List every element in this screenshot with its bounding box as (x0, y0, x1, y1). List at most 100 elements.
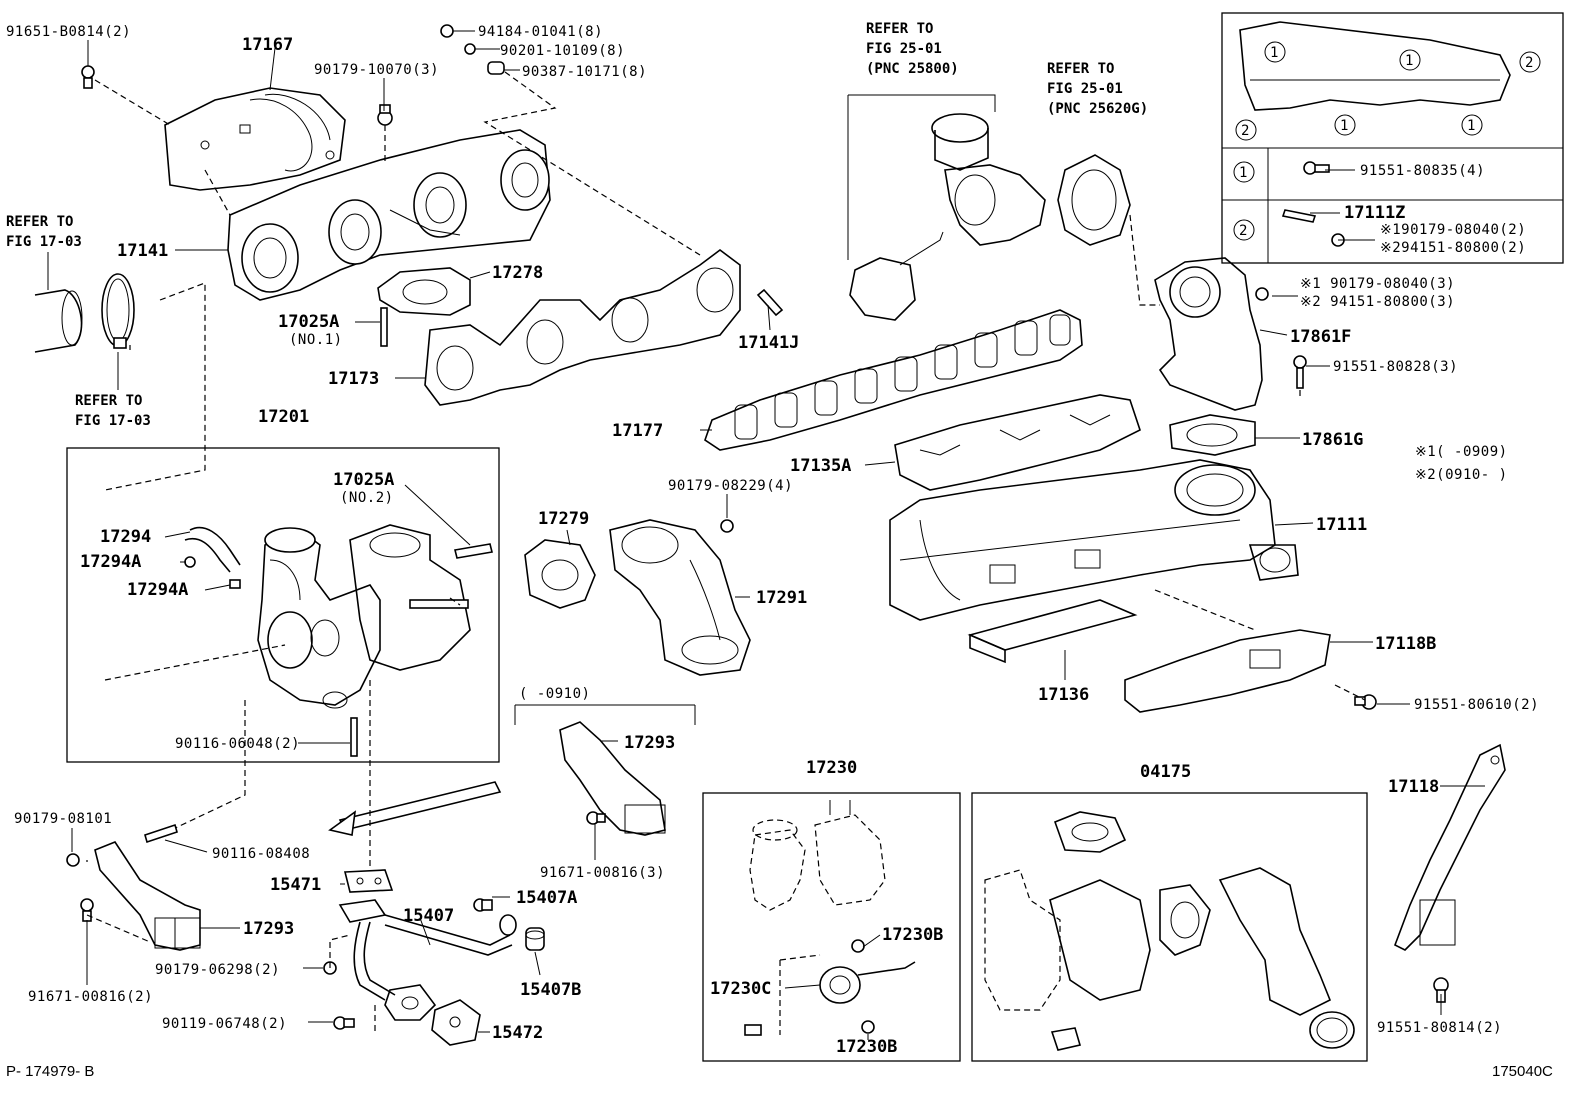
label-17230B-1: 17230B (882, 925, 943, 945)
label-15471: 15471 (270, 875, 321, 895)
bracket-17293-lower (94, 841, 201, 951)
label-91671-00816-3: 91671-00816(3) (540, 865, 665, 881)
bolts-lower-left (66, 823, 178, 922)
stud-17025A-no2 (454, 543, 493, 559)
inset-circle-label: 1 (1270, 45, 1279, 61)
part-labels: 91651-B0814(2) 17167 90179-10070(3) 9418… (6, 24, 1539, 1057)
label-17861F: 17861F (1290, 327, 1351, 347)
label-17291: 17291 (756, 588, 807, 608)
turbo-kit-04175 (984, 811, 1355, 1051)
label-94184-01041: 94184-01041(8) (478, 24, 603, 40)
label-legend2: ※2(0910- ) (1415, 467, 1508, 483)
label-90119-06748: 90119-06748(2) (162, 1016, 287, 1032)
label-legend1: ※1( -0909) (1415, 444, 1508, 460)
bracket-17293-upper (559, 721, 666, 836)
nut-90179-08229 (720, 519, 734, 533)
turbo-assembly-box (66, 447, 500, 763)
inset-circle-label: 1 (1405, 53, 1414, 69)
label-04175: 04175 (1140, 762, 1191, 782)
gasket-17279 (524, 539, 596, 609)
bolt-91651-B0814 (81, 65, 95, 89)
turbo-kit-box-04175 (971, 792, 1368, 1062)
elbow-17861F (1154, 257, 1263, 411)
pipe-17291 (609, 519, 751, 676)
inset-circle-label: 2 (1525, 55, 1534, 71)
inset-circle-label: 2 (1239, 223, 1248, 239)
label-17201: 17201 (258, 407, 309, 427)
actuator-box-17230 (702, 792, 961, 1062)
label-17294: 17294 (100, 527, 151, 547)
ref-25-01-b-line3: (PNC 25620G) (1047, 101, 1148, 117)
label-no2: (NO.2) (340, 490, 394, 506)
turbocharger-17201 (257, 524, 471, 709)
turbo-17230-assembly (744, 800, 916, 1036)
ref-17-03-a-line1: REFER TO (6, 214, 73, 230)
ref-25-01-a-line3: (PNC 25800) (866, 61, 959, 77)
label-17861G: 17861G (1302, 430, 1363, 450)
footer-left-code: P- 174979- B (6, 1063, 94, 1080)
label-inset-note1: ※190179-08040(2) (1380, 222, 1526, 238)
label-90116-06048: 90116-06048(2) (175, 736, 300, 752)
bolt-90119-06748 (333, 1016, 355, 1030)
label-91551-80828: 91551-80828(3) (1333, 359, 1458, 375)
label-inset-91551-80835: 91551-80835(4) (1360, 163, 1485, 179)
hose-17294 (184, 526, 241, 573)
inset-circle-label: 1 (1467, 118, 1476, 134)
label-15407: 15407 (403, 906, 454, 926)
bracket-17118B (1124, 629, 1331, 713)
gasket-17861G (1169, 414, 1256, 456)
label-17293-lower: 17293 (243, 919, 294, 939)
ref-25-01-b-line1: REFER TO (1047, 61, 1114, 77)
label-17294A-1: 17294A (80, 552, 141, 572)
ref-25-01-a-line1: REFER TO (866, 21, 933, 37)
label-17135A: 17135A (790, 456, 851, 476)
label-91551-80610: 91551-80610(2) (1414, 697, 1539, 713)
intake-gasket-17177 (704, 309, 1083, 451)
ref-17-03-b-line1: REFER TO (75, 393, 142, 409)
ref-25-01-b-line2: FIG 25-01 (1047, 81, 1123, 97)
label-17230C: 17230C (710, 979, 771, 999)
label-90116-08408: 90116-08408 (212, 846, 310, 862)
label-17141J: 17141J (738, 333, 799, 353)
intake-cover-17135A (894, 394, 1141, 491)
clamps-17294A (184, 556, 241, 589)
bolt-91551-80610 (1354, 694, 1377, 710)
label-17279: 17279 (538, 509, 589, 529)
bolts-17861F (1255, 287, 1307, 389)
label-17230B-2: 17230B (836, 1037, 897, 1057)
heat-insulator-17167 (164, 87, 346, 191)
label-90179-06298: 90179-06298(2) (155, 962, 280, 978)
label-17173: 17173 (328, 369, 379, 389)
gasket-15471 (343, 869, 394, 893)
ref-25-01-a-line2: FIG 25-01 (866, 41, 942, 57)
label-note2-94151: ※2 94151-80800(3) (1300, 294, 1455, 310)
label-17167: 17167 (242, 35, 293, 55)
inset-circle-label: 1 (1239, 165, 1248, 181)
footer-right-code: 175040C (1492, 1063, 1553, 1080)
exhaust-manifold-17141 (227, 129, 551, 301)
ref-17-03-a-line2: FIG 17-03 (6, 234, 82, 250)
label-17025A-no2: 17025A (333, 470, 394, 490)
label-90179-08101: 90179-08101 (14, 811, 112, 827)
label-90387-10171: 90387-10171(8) (522, 64, 647, 80)
label-91651-B0814: 91651-B0814(2) (6, 24, 131, 40)
exhaust-gasket-17173 (424, 249, 741, 406)
stud-17025A-no1 (380, 307, 388, 347)
intake-manifold-17111 (889, 459, 1299, 621)
label-17136: 17136 (1038, 685, 1089, 705)
inset-circle-label: 2 (1241, 123, 1250, 139)
label-no1: (NO.1) (289, 332, 343, 348)
bolt-15407B (525, 927, 545, 951)
label-91671-00816-2: 91671-00816(2) (28, 989, 153, 1005)
label-17177: 17177 (612, 421, 663, 441)
label-91551-80814: 91551-80814(2) (1377, 1020, 1502, 1036)
gasket-17278 (377, 267, 471, 316)
label-15407A: 15407A (516, 888, 577, 908)
stud-90116-06048 (350, 717, 358, 757)
label-90179-10070: 90179-10070(3) (314, 62, 439, 78)
label-15472: 15472 (492, 1023, 543, 1043)
label-17294A-2: 17294A (127, 580, 188, 600)
exhaust-pipe-ref (34, 273, 135, 353)
